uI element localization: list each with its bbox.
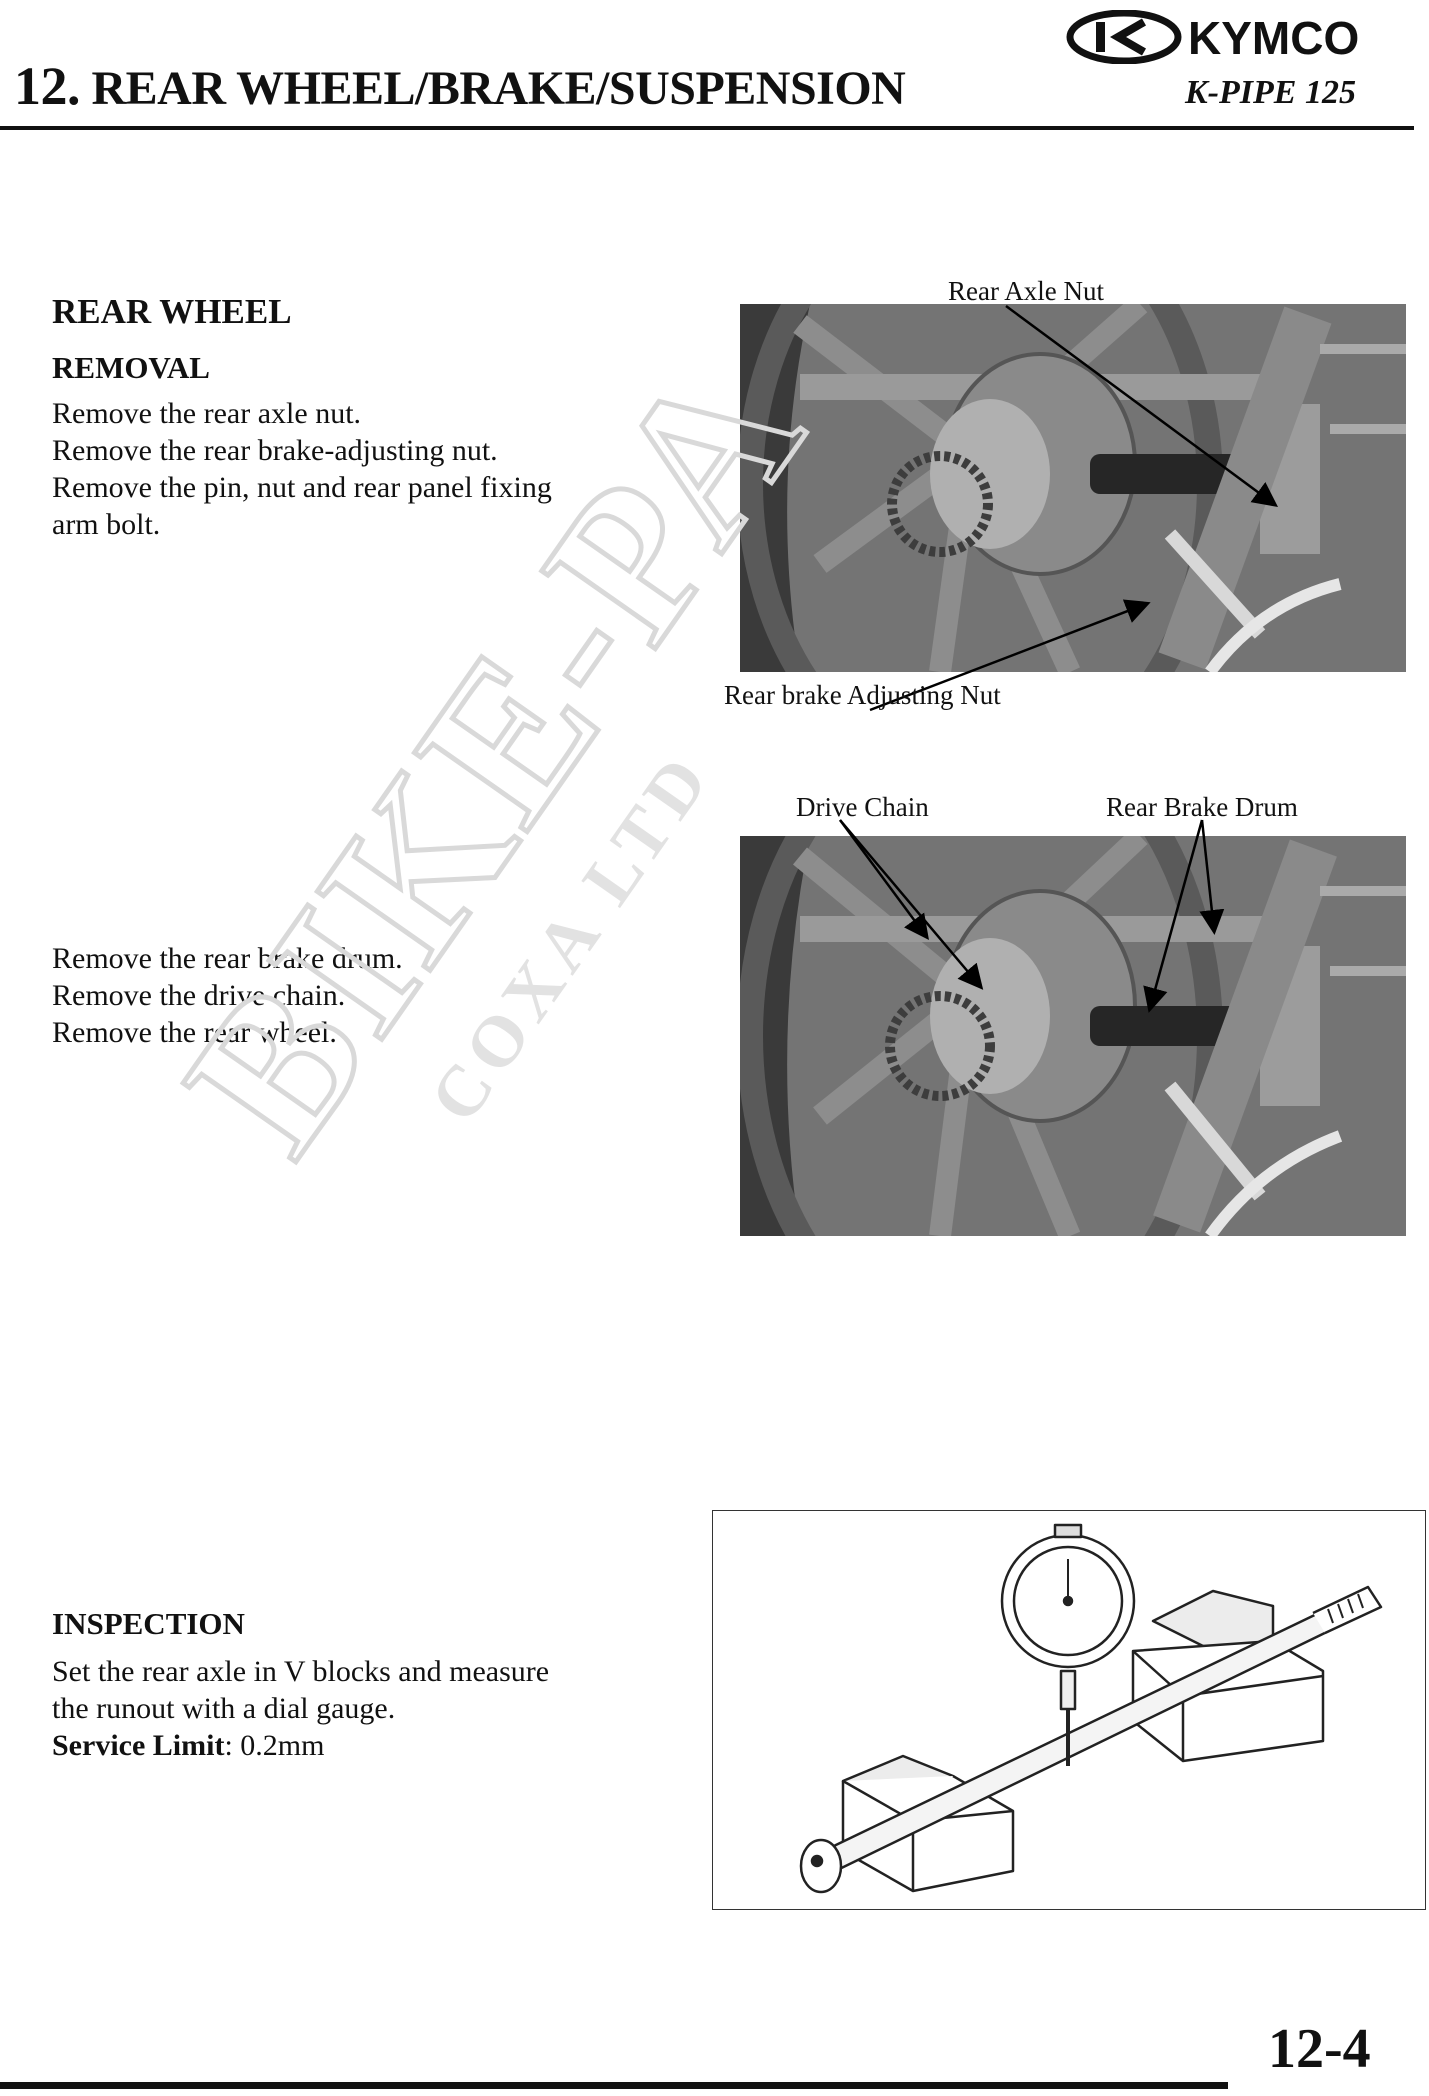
removal-steps-2: Remove the rear brake drum. Remove the d… (52, 940, 403, 1051)
page-number: 12-4 (1268, 2018, 1371, 2080)
inspection-heading: INSPECTION (52, 1606, 245, 1641)
brake-drum-chain-photo (740, 836, 1406, 1236)
removal-step: Remove the pin, nut and rear panel fixin… (52, 471, 552, 504)
leader-line (1005, 304, 1279, 507)
brand-name: KYMCO (1188, 12, 1359, 64)
chapter-number: 12. (14, 56, 81, 116)
leader-line (1199, 819, 1225, 935)
kymco-logo: KYMCO (1066, 9, 1413, 65)
removal-step: Remove the drive chain. (52, 979, 346, 1012)
removal-step: Remove the rear brake drum. (52, 942, 403, 975)
figure-1-leaders (869, 304, 1279, 712)
inspection-line: the runout with a dial gauge. (52, 1692, 396, 1725)
section-title-rear-wheel: REAR WHEEL (52, 292, 292, 331)
leader-line (838, 819, 929, 941)
model-name: K-PIPE 125 (1185, 74, 1356, 111)
callout-rear-brake-adjusting-nut: Rear brake Adjusting Nut (724, 680, 1001, 710)
leader-line (1143, 819, 1204, 1013)
inspection-text: Set the rear axle in V blocks and measur… (52, 1653, 549, 1764)
removal-step: Remove the rear wheel. (52, 1016, 337, 1049)
service-limit: Service Limit: 0.2mm (52, 1727, 549, 1764)
leader-line (869, 599, 1151, 712)
removal-steps-1: Remove the rear axle nut. Remove the rea… (52, 395, 552, 543)
removal-step: Remove the rear brake-adjusting nut. (52, 434, 498, 467)
figure-2-leaders (838, 819, 1225, 1013)
footer-divider (0, 2082, 1228, 2089)
header-divider (0, 126, 1414, 130)
removal-step: arm bolt. (52, 508, 161, 541)
chapter-title-text: REAR WHEEL/BRAKE/SUSPENSION (91, 62, 906, 115)
service-limit-label: Service Limit (52, 1729, 225, 1762)
rear-axle-photo (740, 304, 1406, 672)
inspection-line: Set the rear axle in V blocks and measur… (52, 1655, 550, 1688)
callout-rear-axle-nut: Rear Axle Nut (948, 276, 1104, 306)
removal-heading: REMOVAL (52, 350, 210, 385)
leader-line (839, 819, 984, 990)
chapter-title: 12. REAR WHEEL/BRAKE/SUSPENSION (14, 55, 906, 117)
callout-rear-brake-drum: Rear Brake Drum (1106, 792, 1298, 822)
callout-drive-chain: Drive Chain (796, 792, 929, 822)
axle-runout-illustration (712, 1510, 1426, 1910)
service-limit-value: : 0.2mm (224, 1729, 325, 1762)
removal-step: Remove the rear axle nut. (52, 397, 362, 430)
